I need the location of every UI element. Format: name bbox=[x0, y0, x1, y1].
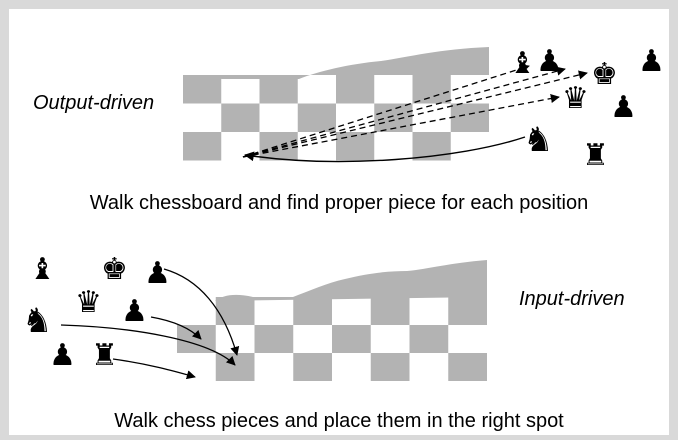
pawn-icon: ♟ bbox=[610, 90, 637, 125]
queen-icon: ♛ bbox=[562, 81, 589, 116]
rook-placement-arrow bbox=[113, 359, 195, 377]
board-square bbox=[293, 297, 332, 325]
rook-icon: ♜ bbox=[582, 138, 609, 173]
pawn-icon: ♟ bbox=[121, 294, 148, 329]
input-driven-caption: Walk chess pieces and place them in the … bbox=[114, 410, 564, 432]
diagram-svg: Output-driven ♝ ♟ ♚ ♟ ♛ ♟ ♞ ♜ Walk chess… bbox=[9, 9, 669, 435]
board-square bbox=[255, 325, 294, 353]
board-square bbox=[260, 75, 298, 104]
knight-icon: ♞ bbox=[22, 301, 52, 341]
board-square bbox=[448, 297, 487, 325]
board-square bbox=[260, 132, 298, 161]
input-driven-label: Input-driven bbox=[519, 288, 625, 310]
board-square bbox=[183, 132, 221, 161]
input-driven-chessboard bbox=[177, 297, 487, 381]
output-driven-section: Output-driven ♝ ♟ ♚ ♟ ♛ ♟ ♞ ♜ Walk chess… bbox=[33, 44, 665, 214]
board-square bbox=[293, 353, 332, 381]
output-driven-chessboard bbox=[183, 75, 489, 161]
board-square bbox=[336, 75, 374, 104]
bishop-icon: ♝ bbox=[509, 46, 536, 81]
pawn-icon: ♟ bbox=[49, 338, 76, 373]
king-icon: ♚ bbox=[591, 57, 618, 92]
pawn-icon: ♟ bbox=[536, 44, 563, 79]
queen-icon: ♛ bbox=[75, 285, 102, 320]
output-driven-label: Output-driven bbox=[33, 92, 154, 114]
board-square bbox=[183, 75, 221, 104]
board-square bbox=[216, 353, 255, 381]
board-square bbox=[374, 104, 412, 133]
board-square bbox=[413, 75, 451, 104]
pawn-icon: ♟ bbox=[638, 44, 665, 79]
board-top-wave bbox=[215, 260, 487, 301]
pawn-icon: ♟ bbox=[144, 256, 171, 291]
king-icon: ♚ bbox=[101, 252, 128, 287]
board-square bbox=[332, 325, 371, 353]
rook-icon: ♜ bbox=[91, 338, 118, 373]
board-square bbox=[371, 353, 410, 381]
board-square bbox=[221, 104, 259, 133]
board-top-wave bbox=[183, 47, 489, 79]
board-square bbox=[371, 297, 410, 325]
bishop-icon: ♝ bbox=[29, 252, 56, 287]
board-square bbox=[216, 297, 255, 325]
output-driven-caption: Walk chessboard and find proper piece fo… bbox=[90, 192, 588, 214]
board-square bbox=[410, 325, 449, 353]
diagram-panel: Output-driven ♝ ♟ ♚ ♟ ♛ ♟ ♞ ♜ Walk chess… bbox=[9, 9, 669, 435]
board-square bbox=[298, 104, 336, 133]
board-square bbox=[448, 353, 487, 381]
input-driven-section: Input-driven ♝ ♚ ♟ ♛ ♟ ♞ ♟ ♜ Walk chess … bbox=[22, 252, 625, 432]
board-square bbox=[451, 104, 489, 133]
knight-icon: ♞ bbox=[523, 120, 553, 160]
